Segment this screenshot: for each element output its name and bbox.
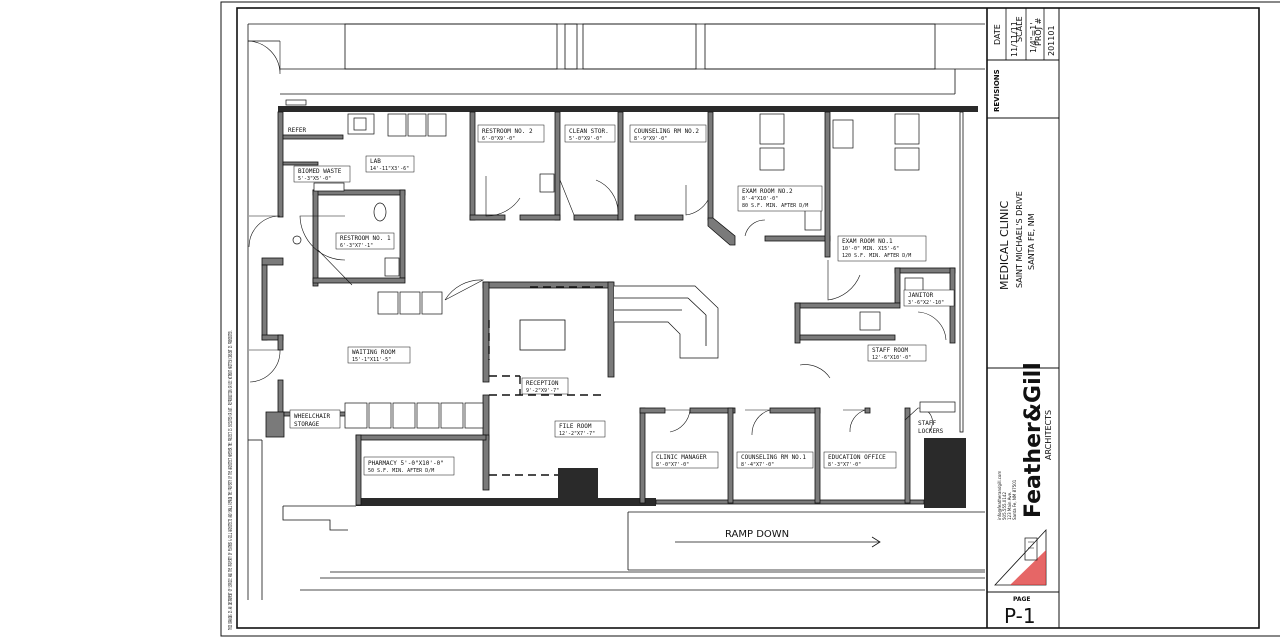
firm-subtitle: ARCHITECTS	[1044, 410, 1053, 460]
label-ramp-down: RAMP DOWN	[725, 529, 789, 540]
fixtures	[285, 99, 956, 429]
label-counseling1-dim: 8'-4"X7'-0"	[741, 462, 774, 468]
label-counseling2: COUNSELING RM NO.2	[634, 128, 699, 135]
label-lab-dim: 14'-11"X3'-6"	[370, 166, 409, 172]
label-staff-lockers: STAFF	[918, 420, 936, 427]
label-biomed: BIOMED WASTE	[298, 168, 342, 175]
label-pharmacy-area: 50 S.F. MIN. AFTER D/M	[368, 468, 434, 474]
bench-seat-3	[392, 402, 416, 429]
label-exam2-area: 80 S.F. MIN. AFTER D/M	[742, 203, 808, 209]
label-education-office-dim: 8'-3"X7'-0"	[828, 462, 861, 468]
exam-sink-2	[804, 207, 822, 231]
exterior-site	[248, 439, 985, 600]
label-restroom2: RESTROOM NO. 2	[482, 128, 533, 135]
label-exam1-area: 120 S.F. MIN. AFTER D/M	[842, 253, 911, 259]
lab-chair-2	[407, 113, 427, 137]
copyright-note: THIS DRAWING IS AN INSTRUMENT OF SERVICE…	[228, 330, 234, 630]
label-janitor-dim: 3'-6"X2'-10"	[908, 300, 944, 306]
exam-chair-1a	[894, 113, 920, 145]
label-file-room: FILE ROOM	[559, 423, 592, 430]
scale-label: SCALE	[1015, 16, 1024, 42]
bench-seat-2	[368, 402, 392, 429]
doors	[248, 176, 947, 436]
exam-chair-2b	[759, 147, 785, 171]
existing-building-outline	[247, 23, 985, 600]
label-exam1: EXAM ROOM NO.1	[842, 238, 893, 245]
reception-desk	[519, 319, 566, 351]
label-wheelchair: WHEELCHAIR	[294, 413, 331, 420]
label-reception-dim: 9'-2"X9'-7"	[526, 388, 559, 394]
label-clean-stor-dim: 5'-0"X9'-0"	[569, 136, 602, 142]
drawing-border	[236, 7, 1260, 629]
waiting-chair-3	[421, 291, 443, 315]
firm-contact-city: Santa Fe, NM 87501	[1012, 479, 1017, 520]
project-address-line2: SANTA FE, NM	[1027, 213, 1036, 270]
firm-contact-street: 123 Main Ave.	[1007, 492, 1012, 520]
copyright-text: THIS DRAWING IS AN INSTRUMENT OF SERVICE…	[228, 330, 234, 630]
scale-value: 1/4"=1'	[1029, 22, 1038, 53]
label-refer: REFER	[288, 127, 306, 134]
label-wheelchair-storage: STORAGE	[294, 421, 320, 428]
label-exam1-dim: 10'-0" MIN. X15'-6"	[842, 246, 899, 252]
exam-chair-1b	[894, 147, 920, 171]
label-clinic-manager-dim: 8'-0"X7'-0"	[656, 462, 689, 468]
date-label: DATE	[993, 24, 1002, 45]
proj-value: 201101	[1047, 25, 1056, 56]
label-restroom2-dim: 6'-0"X9'-0"	[482, 136, 515, 142]
firm-name: Feather&Gill	[1021, 362, 1046, 518]
toilet-2	[539, 173, 555, 193]
waiting-chair-1	[377, 291, 399, 315]
firm-logo	[994, 528, 1047, 586]
sink-1	[384, 257, 400, 277]
proj-label: PROJ #	[1034, 17, 1043, 46]
title-block: DATE 11/11/11 SCALE 1/4"=1' PROJ # 20110…	[986, 8, 1060, 628]
page-number: P-1	[1004, 604, 1036, 628]
label-janitor: JANITOR	[908, 292, 934, 299]
lab-chair-3	[427, 113, 447, 137]
label-staff-lockers-2: LOCKERS	[918, 428, 944, 435]
project-name: MEDICAL CLINIC	[998, 200, 1011, 290]
label-exam2: EXAM ROOM NO.2	[742, 188, 793, 195]
exam-sink-1	[832, 119, 854, 149]
label-counseling1: COUNSELING RM NO.1	[741, 454, 806, 461]
label-biomed-dim: 5'-3"X5'-0"	[298, 176, 331, 182]
revisions-label: REVISIONS	[993, 69, 1001, 112]
label-clean-stor: CLEAN STOR.	[569, 128, 609, 135]
label-reception: RECEPTION	[526, 380, 559, 387]
dashed-partitions	[488, 286, 606, 476]
bench-seat-1	[344, 402, 368, 429]
label-restroom1-dim: 6'-3"X7'-1"	[340, 243, 373, 249]
label-waiting-room: WAITING ROOM	[352, 349, 396, 356]
bench-seat-5	[440, 402, 464, 429]
date-value: 11/11/11	[1010, 21, 1019, 57]
drinking-fountain	[292, 235, 302, 245]
bench-seat-6	[464, 402, 484, 429]
label-education-office: EDUCATION OFFICE	[828, 454, 886, 461]
staff-sink	[859, 311, 881, 331]
label-staff-room-dim: 12'-6"X10'-0"	[872, 355, 911, 361]
label-pharmacy: PHARMACY 5'-0"X10'-0"	[368, 460, 444, 467]
label-waiting-room-dim: 15'-1"X11'-5"	[352, 357, 391, 363]
firm-contact-phone: 505.555.0142	[1002, 492, 1007, 520]
outer-border	[220, 1, 1280, 637]
waiting-chair-2	[399, 291, 421, 315]
toilet-1	[373, 202, 387, 222]
staff-lockers-unit	[919, 401, 956, 413]
bench-seat-4	[416, 402, 440, 429]
label-staff-room: STAFF ROOM	[872, 347, 909, 354]
exam-chair-2a	[759, 113, 785, 145]
label-restroom1: RESTROOM NO. 1	[340, 235, 391, 242]
page-label: PAGE	[1013, 596, 1031, 603]
label-clinic-manager: CLINIC MANAGER	[656, 454, 707, 461]
room-labels: REFER BIOMED WASTE 5'-3"X5'-0" LAB 14'-1…	[288, 124, 955, 540]
label-counseling2-dim: 8'-9"X9'-0"	[634, 136, 667, 142]
label-lab: LAB	[370, 158, 381, 165]
walls	[261, 106, 978, 508]
project-address-line1: SAINT MICHAEL'S DRIVE	[1015, 191, 1024, 288]
label-exam2-dim: 8'-4"X10'-0"	[742, 196, 778, 202]
lab-chair-1	[387, 113, 407, 137]
firm-contact-email: info@featherandgill.com	[997, 471, 1002, 520]
label-file-room-dim: 12'-2"X7'-7"	[559, 431, 595, 437]
